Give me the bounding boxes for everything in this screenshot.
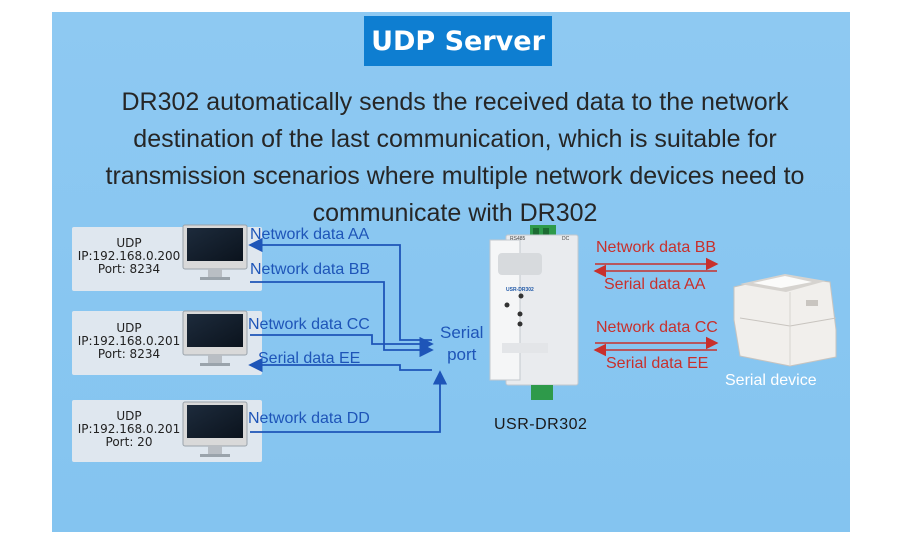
device-brand-label: USR-DR302 bbox=[506, 287, 534, 293]
arrow-network-aa bbox=[248, 237, 432, 341]
monitor-icon-2 bbox=[182, 310, 248, 366]
host-label-2: UDP IP:192.168.0.201 Port: 8234 bbox=[76, 322, 182, 361]
description-line: transmission scenarios where multiple ne… bbox=[105, 162, 805, 190]
description-line: DR302 automatically sends the received d… bbox=[121, 88, 789, 116]
monitor-icon-3 bbox=[182, 401, 248, 457]
dr302-device-image bbox=[489, 225, 579, 400]
title-badge: UDP Server bbox=[364, 16, 552, 66]
device-top-label-rs485: RS485 bbox=[510, 236, 526, 242]
label-right-network-data-bb: Network data BB bbox=[596, 239, 717, 256]
arrow-serial-ee bbox=[248, 357, 432, 373]
label-right-serial-data-aa: Serial data AA bbox=[604, 276, 706, 293]
arrow-network-bb bbox=[250, 281, 434, 358]
host-ip: IP:192.168.0.201 bbox=[77, 422, 181, 436]
label-network-data-aa: Network data AA bbox=[250, 226, 370, 243]
label-right-serial-data-ee: Serial data EE bbox=[606, 355, 709, 372]
arrow-network-dd bbox=[250, 370, 448, 433]
host-port: Port: 20 bbox=[105, 435, 153, 449]
label-serial-data-ee: Serial data EE bbox=[258, 350, 361, 367]
label-network-data-bb: Network data BB bbox=[250, 261, 371, 278]
serial-port-line: Serial bbox=[440, 323, 484, 342]
host-protocol: UDP bbox=[116, 409, 142, 423]
host-label-1: UDP IP:192.168.0.200 Port: 8234 bbox=[76, 237, 182, 276]
host-ip: IP:192.168.0.201 bbox=[77, 334, 181, 348]
description-line: destination of the last communication, w… bbox=[133, 125, 777, 153]
host-port: Port: 8234 bbox=[97, 347, 161, 361]
description: DR302 automatically sends the received d… bbox=[60, 84, 850, 232]
host-port: Port: 8234 bbox=[97, 262, 161, 276]
host-protocol: UDP bbox=[116, 236, 142, 250]
label-network-data-cc: Network data CC bbox=[248, 316, 370, 333]
label-network-data-dd: Network data DD bbox=[248, 410, 370, 427]
arrow-network-cc bbox=[250, 334, 434, 352]
device-top-label-dc: DC bbox=[562, 236, 570, 242]
host-ip: IP:192.168.0.200 bbox=[77, 249, 181, 263]
monitor-icon-1 bbox=[182, 224, 248, 280]
serial-port-line: port bbox=[447, 345, 477, 364]
device-name: USR-DR302 bbox=[494, 416, 588, 433]
description-line: communicate with DR302 bbox=[312, 199, 598, 227]
printer-icon bbox=[733, 274, 837, 367]
serial-port-label: Serial port bbox=[440, 322, 483, 366]
label-right-network-data-cc: Network data CC bbox=[596, 319, 718, 336]
serial-device-label: Serial device bbox=[725, 372, 817, 389]
host-label-3: UDP IP:192.168.0.201 Port: 20 bbox=[76, 410, 182, 449]
host-protocol: UDP bbox=[116, 321, 142, 335]
